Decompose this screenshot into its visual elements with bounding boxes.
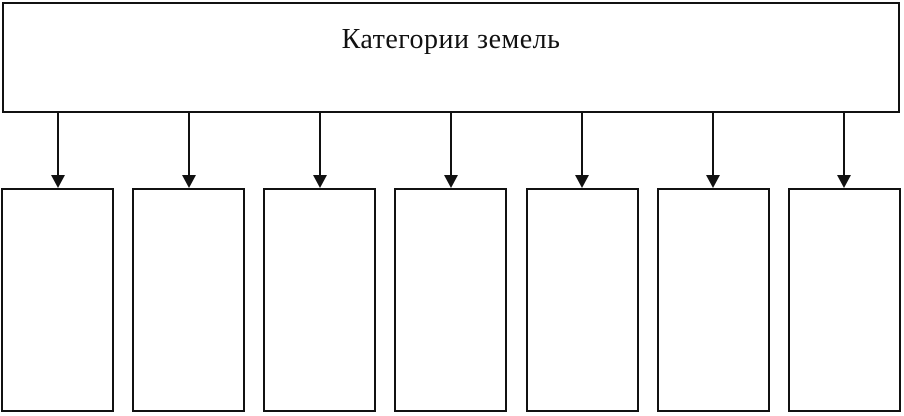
category-column xyxy=(787,113,901,412)
arrow-shaft xyxy=(843,113,846,175)
down-arrow xyxy=(181,113,196,188)
category-box xyxy=(787,188,901,412)
category-box xyxy=(1,188,114,412)
arrow-head-icon xyxy=(312,175,327,188)
category-box xyxy=(656,188,770,412)
header-box: Категории земель xyxy=(2,2,900,113)
category-column xyxy=(394,113,508,412)
arrow-head-icon xyxy=(443,175,458,188)
down-arrow xyxy=(50,113,65,188)
category-column xyxy=(525,113,639,412)
arrow-head-icon xyxy=(181,175,196,188)
category-box xyxy=(525,188,639,412)
down-arrow xyxy=(312,113,327,188)
category-column xyxy=(1,113,114,412)
arrow-head-icon xyxy=(50,175,65,188)
arrow-head-icon xyxy=(575,175,590,188)
category-box xyxy=(132,188,246,412)
arrow-head-icon xyxy=(706,175,721,188)
category-box xyxy=(394,188,508,412)
arrow-shaft xyxy=(449,113,452,175)
category-column xyxy=(263,113,377,412)
down-arrow xyxy=(837,113,852,188)
category-box xyxy=(263,188,377,412)
arrow-shaft xyxy=(187,113,190,175)
down-arrow xyxy=(443,113,458,188)
down-arrow xyxy=(706,113,721,188)
arrow-shaft xyxy=(581,113,584,175)
header-label: Категории земель xyxy=(341,24,561,55)
arrow-head-icon xyxy=(837,175,852,188)
down-arrow xyxy=(575,113,590,188)
category-column xyxy=(656,113,770,412)
arrow-shaft xyxy=(712,113,715,175)
arrow-shaft xyxy=(318,113,321,175)
arrow-shaft xyxy=(56,113,59,175)
category-column xyxy=(132,113,246,412)
category-row xyxy=(1,113,901,412)
